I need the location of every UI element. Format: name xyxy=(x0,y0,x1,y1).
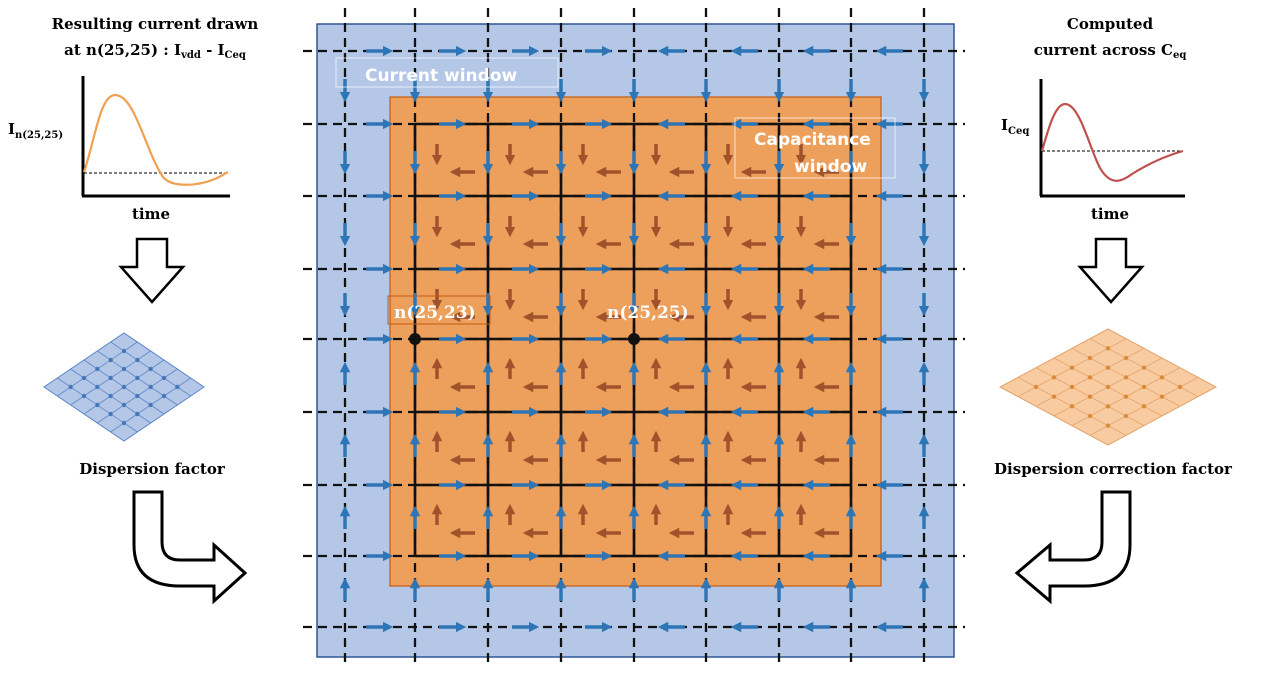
hollow-bent-arrow-left-icon xyxy=(1014,490,1132,605)
left-xlabel: time xyxy=(132,205,170,223)
node-a-dot xyxy=(409,333,421,345)
center-grid: Current window Capacitance window n(25,2… xyxy=(303,8,965,665)
node-a-label-box xyxy=(387,295,491,325)
blue-current-arrows xyxy=(339,45,930,633)
left-current-plot xyxy=(81,76,230,198)
brown-capacitance-arrows xyxy=(431,144,839,539)
node-b-dot xyxy=(628,333,640,345)
solid-grid-lines xyxy=(413,122,853,558)
node-b-label: n(25,25) xyxy=(607,303,689,323)
hollow-down-arrow-icon xyxy=(118,237,186,304)
right-current-curve xyxy=(1040,102,1184,182)
capacitance-window-label-line1: Capacitance xyxy=(754,130,871,150)
hollow-bent-arrow-right-icon xyxy=(132,490,248,605)
blue-grid-mesh-icon xyxy=(43,332,205,442)
right-xlabel: time xyxy=(1091,205,1129,223)
left-current-curve xyxy=(82,93,229,186)
hollow-down-arrow-icon xyxy=(1077,237,1145,304)
right-caption: Dispersion correction factor xyxy=(994,460,1233,478)
capacitance-window-label-line2: window xyxy=(794,157,867,177)
node-a-label: n(25,23) xyxy=(394,303,476,323)
left-title-line1: Resulting current drawn xyxy=(52,15,259,33)
right-title-line2: current across Ceq xyxy=(1034,41,1187,61)
orange-grid-mesh-icon xyxy=(998,328,1218,446)
right-ylabel: ICeq xyxy=(1001,116,1029,137)
capacitance-window-label-box xyxy=(734,117,896,179)
current-window-label-box xyxy=(335,57,559,88)
current-window-label: Current window xyxy=(365,66,518,86)
right-panel: Computed current across Ceq ICeq time Di… xyxy=(994,15,1233,605)
right-title-line1: Computed xyxy=(1067,15,1154,33)
left-ylabel: In(25,25) xyxy=(8,120,63,141)
left-title-line2: at n(25,25) : Ivdd - ICeq xyxy=(64,41,246,61)
left-panel: Resulting current drawn at n(25,25) : Iv… xyxy=(8,15,259,605)
left-caption: Dispersion factor xyxy=(79,460,226,478)
right-current-plot xyxy=(1039,79,1185,198)
